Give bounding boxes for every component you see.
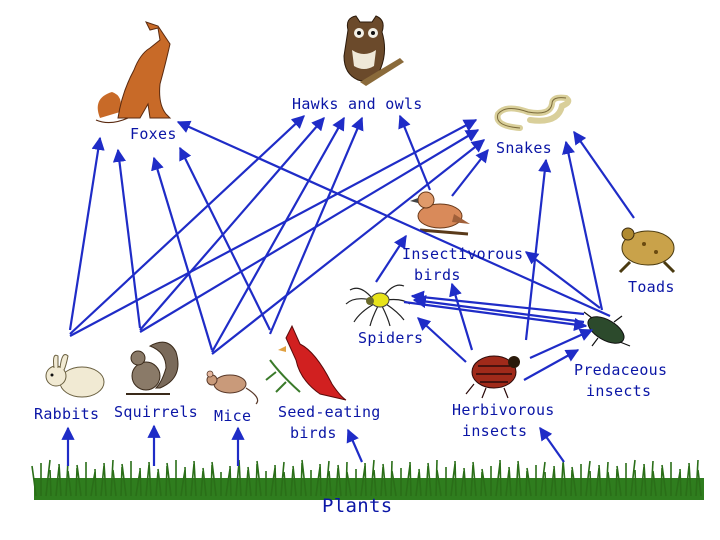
grass-blade <box>166 466 167 496</box>
label-spiders: Spiders <box>358 328 423 349</box>
grass-blade <box>391 461 392 496</box>
label-hawks-and-owls: Hawks and owls <box>292 94 423 115</box>
label-mice: Mice <box>214 406 251 427</box>
label-toads: Toads <box>628 277 675 298</box>
label-predaceous-insects-line2: insects <box>574 381 667 402</box>
rabbit-icon <box>46 355 104 398</box>
spider-icon <box>346 285 410 326</box>
label-rabbits: Rabbits <box>34 404 99 425</box>
label-squirrels: Squirrels <box>114 402 198 423</box>
label-herbivorous-insects-line2: insects <box>452 421 555 442</box>
label-seed-eating-birds-line2: birds <box>278 423 381 444</box>
snake-icon <box>497 98 568 128</box>
grass-blade <box>545 472 546 496</box>
grass-blade <box>95 469 96 496</box>
label-foxes: Foxes <box>130 124 177 145</box>
fox-icon <box>96 22 170 123</box>
owl-icon <box>344 16 404 86</box>
grass-blade <box>481 472 482 496</box>
grass-blade <box>661 468 662 496</box>
grass-blade <box>230 466 231 496</box>
grass-blade <box>635 470 636 496</box>
grass-blade <box>410 462 411 496</box>
label-predaceous-insects: Predaceous insects <box>574 360 667 402</box>
grass-blade <box>436 460 437 496</box>
grass-blade <box>455 461 456 496</box>
label-predaceous-insects-line1: Predaceous <box>574 360 667 381</box>
songbird-icon <box>410 192 470 234</box>
toad-icon <box>620 228 674 272</box>
label-insectivorous-birds-line2: birds <box>402 265 523 286</box>
grass-blade <box>301 463 302 496</box>
grass-blade <box>256 464 257 496</box>
cardinal-icon <box>266 326 346 400</box>
grass-icon <box>32 460 704 500</box>
label-insectivorous-birds: Insectivorous birds <box>402 244 523 286</box>
label-plants: Plants <box>322 496 392 517</box>
label-herbivorous-insects-line1: Herbivorous <box>452 400 555 421</box>
label-snakes: Snakes <box>496 138 552 159</box>
label-herbivorous-insects: Herbivorous insects <box>452 400 555 442</box>
grass-blade <box>50 470 51 496</box>
label-seed-eating-birds-line1: Seed-eating <box>278 402 381 423</box>
grass-blade <box>76 468 77 496</box>
grass-blade <box>275 465 276 496</box>
grass-blade <box>211 465 212 496</box>
grass-blade <box>680 469 681 496</box>
label-seed-eating-birds: Seed-eating birds <box>278 402 381 444</box>
squirrel-icon <box>126 342 178 394</box>
grass-blade <box>616 469 617 496</box>
mouse-icon <box>207 371 258 404</box>
leaf-beetle-icon <box>466 356 520 398</box>
grass-blade <box>121 467 122 496</box>
grass-blade <box>500 460 501 496</box>
grass-blade <box>365 463 366 496</box>
label-insectivorous-birds-line1: Insectivorous <box>402 244 523 265</box>
grass-blade <box>346 462 347 496</box>
grass-blade <box>185 467 186 496</box>
grass-blade <box>571 470 572 496</box>
grass-blade <box>526 471 527 496</box>
grass-blade <box>590 471 591 496</box>
grass-blade <box>320 464 321 496</box>
grass-blade <box>140 468 141 496</box>
